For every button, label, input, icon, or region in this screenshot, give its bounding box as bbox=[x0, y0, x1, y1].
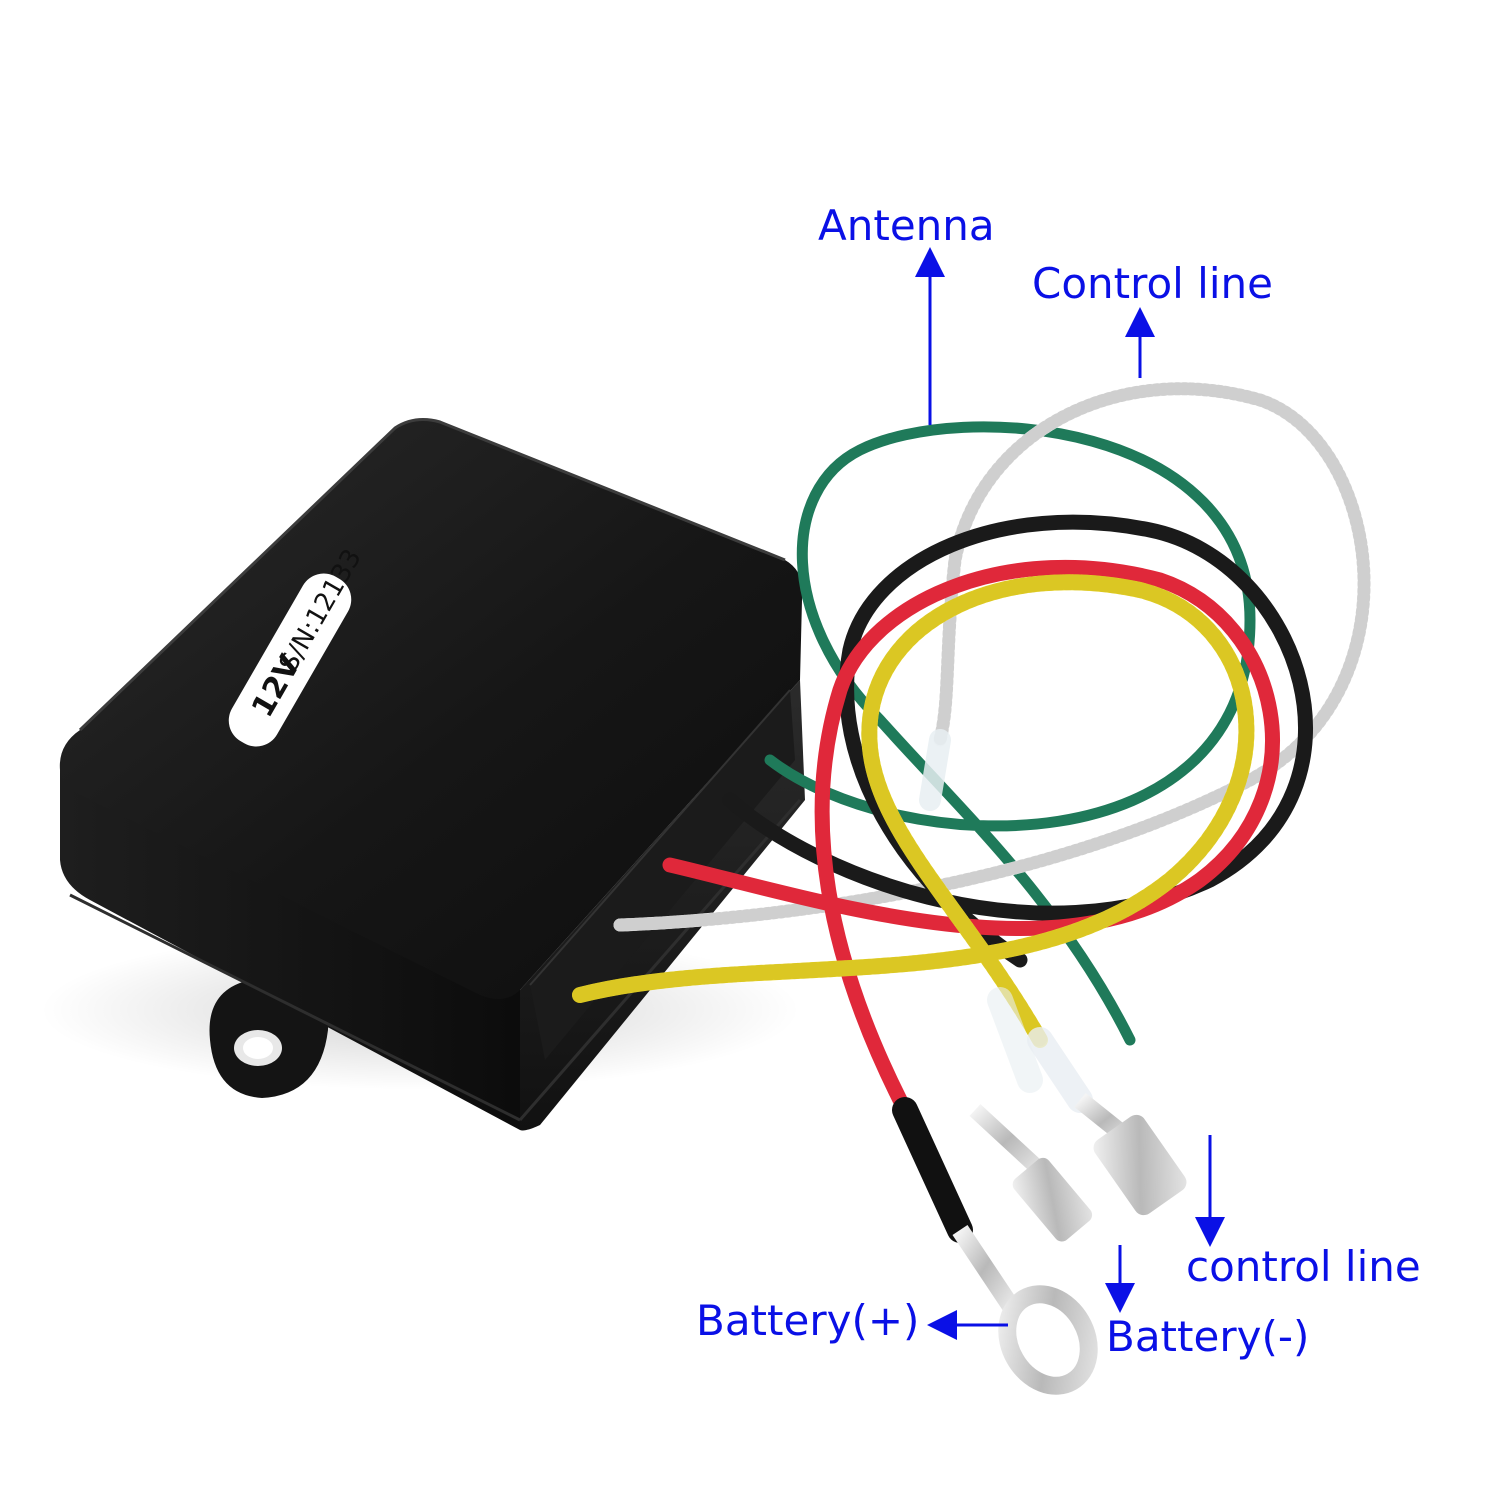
receiver-housing bbox=[59, 418, 805, 1131]
spade-terminal-control-line bbox=[1074, 1092, 1187, 1216]
callout-battery-negative: Battery(-) bbox=[1106, 1312, 1310, 1361]
spade-terminal-battery-negative bbox=[969, 1104, 1093, 1242]
wire-red bbox=[662, 559, 1280, 1108]
callout-control-line-bottom: control line bbox=[1186, 1242, 1421, 1291]
wire-black bbox=[722, 514, 1314, 968]
callout-leaders bbox=[915, 247, 1225, 1340]
ring-terminal bbox=[952, 1225, 1098, 1395]
callout-control-line-top: Control line bbox=[1032, 259, 1273, 308]
wire-bundle bbox=[572, 382, 1371, 1243]
callout-battery-positive: Battery(+) bbox=[696, 1296, 920, 1345]
callout-antenna: Antenna bbox=[818, 201, 995, 250]
terminals bbox=[952, 1092, 1187, 1395]
